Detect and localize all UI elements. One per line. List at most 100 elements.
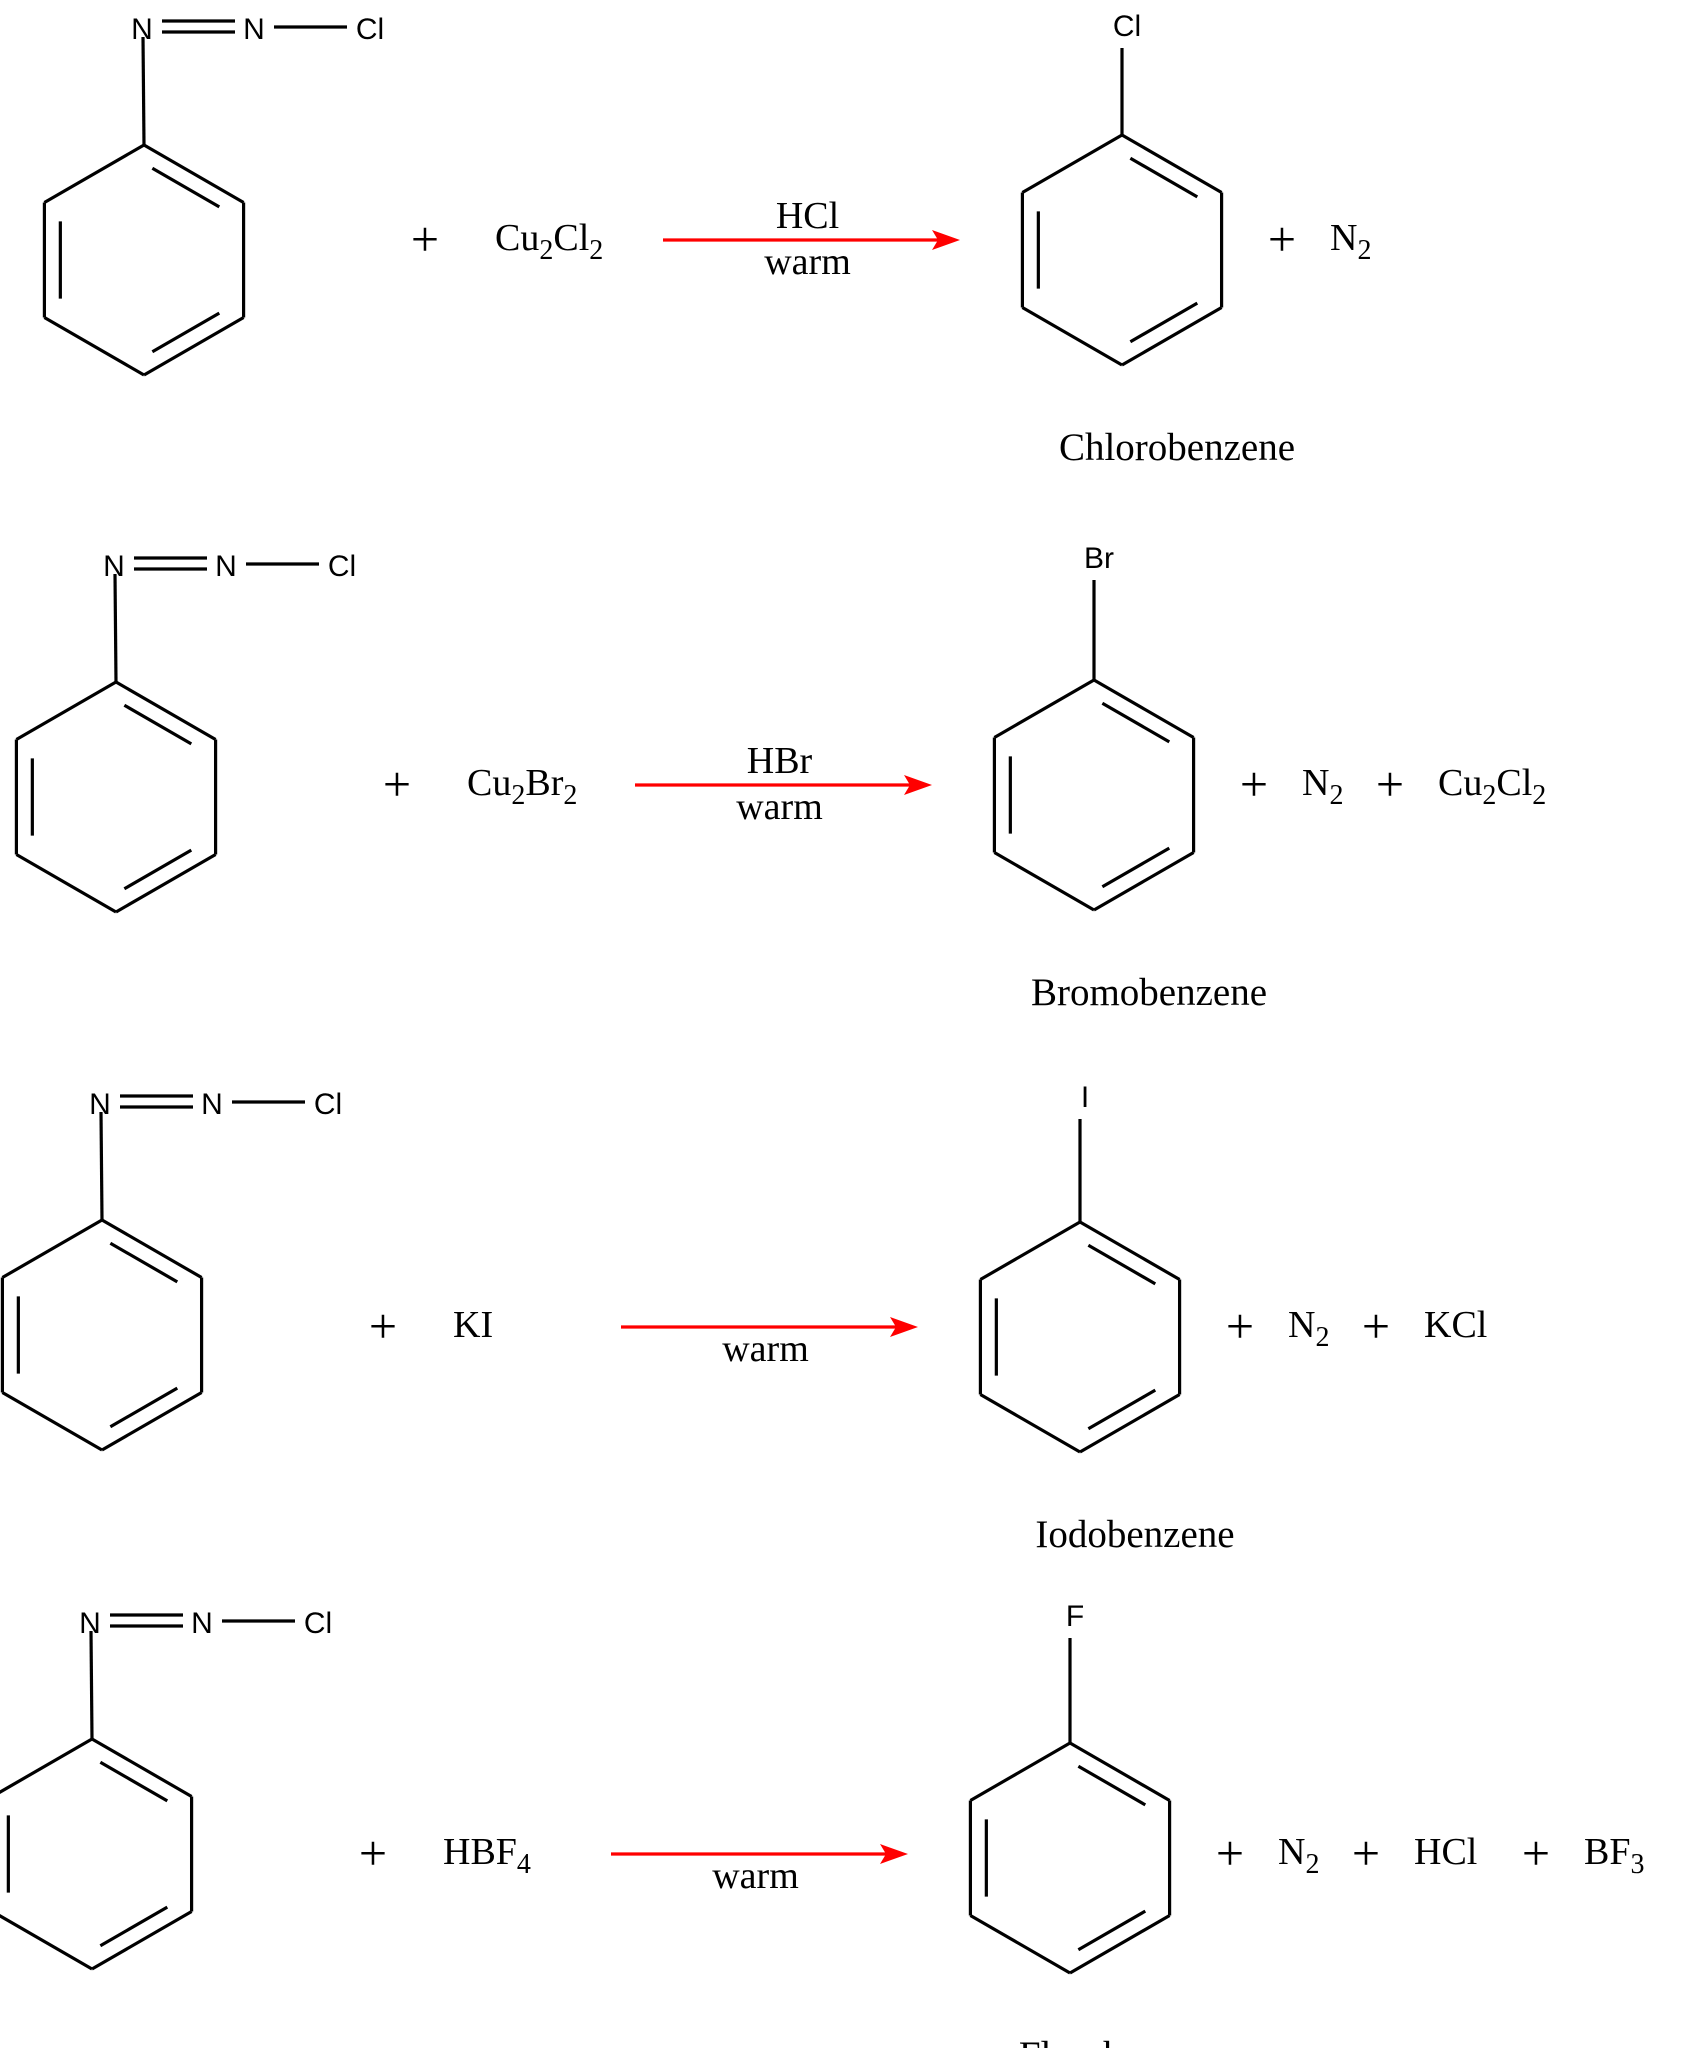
arrow-head (880, 1844, 908, 1864)
plus-sign: + (369, 1298, 397, 1354)
ring-bond (1121, 133, 1223, 194)
ring-bond (1121, 306, 1223, 367)
ring-double-bond (99, 1760, 169, 1803)
nitrogen-atom: N (103, 550, 125, 583)
ring-bond (1093, 851, 1195, 912)
ring-bond (1021, 133, 1123, 194)
formula-part: KI (453, 1304, 493, 1346)
substituent-atom: Br (1084, 542, 1114, 575)
formula-part: N (1330, 217, 1357, 259)
ring-double-bond (99, 1905, 169, 1948)
formula-part: HCl (1414, 1831, 1477, 1873)
ring-double-bond (1129, 301, 1199, 344)
formula-part: Cu (495, 217, 539, 259)
nitrogen-atom: N (191, 1607, 213, 1640)
formula-subscript: 4 (517, 1849, 531, 1880)
ring-bond (1079, 1393, 1181, 1454)
plus-sign: + (359, 1825, 387, 1881)
plus-sign: + (1352, 1825, 1380, 1881)
reagent-formula: KI (453, 1304, 493, 1346)
formula-part: Cl (553, 217, 589, 259)
plus-sign: + (1362, 1298, 1390, 1354)
product-name: Bromobenzene (1031, 971, 1267, 1014)
nitrogen-atom: N (243, 13, 265, 46)
byproduct-formula: N2 (1288, 1304, 1329, 1353)
byproduct-formula: N2 (1278, 1831, 1319, 1880)
ring-double-bond (109, 1241, 179, 1284)
ring-double-bond (1087, 1388, 1157, 1431)
condition-above: HBr (747, 740, 813, 782)
formula-part: Cl (1496, 762, 1532, 804)
formula-subscript: 2 (511, 780, 525, 811)
ring-n-bond (141, 36, 146, 146)
ring-double-bond (123, 848, 193, 891)
nitrogen-atom: N (79, 1607, 101, 1640)
formula-subscript: 2 (1329, 780, 1343, 811)
plus-sign: + (1240, 756, 1268, 812)
formula-subscript: 2 (539, 235, 553, 266)
ring-double-bond (1101, 846, 1171, 889)
formula-part: KCl (1424, 1304, 1487, 1346)
formula-subscript: 2 (1532, 780, 1546, 811)
substituent-atom: Cl (1113, 10, 1141, 43)
nitrogen-atom: N (201, 1088, 223, 1121)
ring-double-bond (123, 703, 193, 746)
formula-part: BF (1584, 1831, 1630, 1873)
condition-above: HCl (776, 195, 839, 237)
ring-bond (91, 1910, 193, 1971)
byproduct-formula: BF3 (1584, 1831, 1644, 1880)
ring-bond (979, 1393, 1081, 1454)
formula-part: HBF (443, 1831, 517, 1873)
formula-subscript: 2 (1482, 780, 1496, 811)
ring-bond (969, 1914, 1071, 1975)
ring-n-bond (113, 573, 118, 683)
ring-double-bond (151, 311, 221, 354)
plus-sign: + (1522, 1825, 1550, 1881)
reagent-formula: Cu2Br2 (467, 762, 577, 811)
ring-double-bond (1077, 1764, 1147, 1807)
formula-part: Br (525, 762, 563, 804)
product-structure: FFlurobenzene (968, 1600, 1231, 2048)
ring-bond (1, 1391, 103, 1452)
ring-bond (91, 1737, 193, 1798)
ring-bond (1069, 1914, 1171, 1975)
chlorine-atom: Cl (314, 1088, 342, 1121)
chlorine-atom: Cl (304, 1607, 332, 1640)
formula-part: Cu (467, 762, 511, 804)
condition-below: warm (722, 1328, 809, 1370)
formula-subscript: 2 (1357, 235, 1371, 266)
formula-part: N (1302, 762, 1329, 804)
reagent-formula: Cu2Cl2 (495, 217, 603, 266)
plus-sign: + (1226, 1298, 1254, 1354)
ring-bond (1069, 1741, 1171, 1802)
ring-bond (15, 853, 117, 914)
ring-bond (115, 680, 217, 741)
substituent-atom: I (1081, 1081, 1089, 1114)
ring-bond (115, 853, 217, 914)
chlorine-atom: Cl (328, 550, 356, 583)
ring-bond (993, 678, 1095, 739)
reagent-formula: HBF4 (443, 1831, 531, 1880)
formula-part: Cu (1438, 762, 1482, 804)
plus-sign: + (1268, 211, 1296, 267)
byproduct-formula: N2 (1330, 217, 1371, 266)
ring-double-bond (1101, 701, 1171, 744)
product-name: Flurobenzene (1019, 2034, 1231, 2048)
byproduct-formula: Cu2Cl2 (1438, 762, 1546, 811)
condition-below: warm (764, 241, 851, 283)
ring-bond (969, 1741, 1071, 1802)
arrow-head (904, 775, 932, 795)
ring-bond (101, 1391, 203, 1452)
ring-bond (143, 143, 245, 204)
byproduct-formula: KCl (1424, 1304, 1487, 1346)
plus-sign: + (1216, 1825, 1244, 1881)
condition-below: warm (712, 1855, 799, 1897)
plus-sign: + (383, 756, 411, 812)
